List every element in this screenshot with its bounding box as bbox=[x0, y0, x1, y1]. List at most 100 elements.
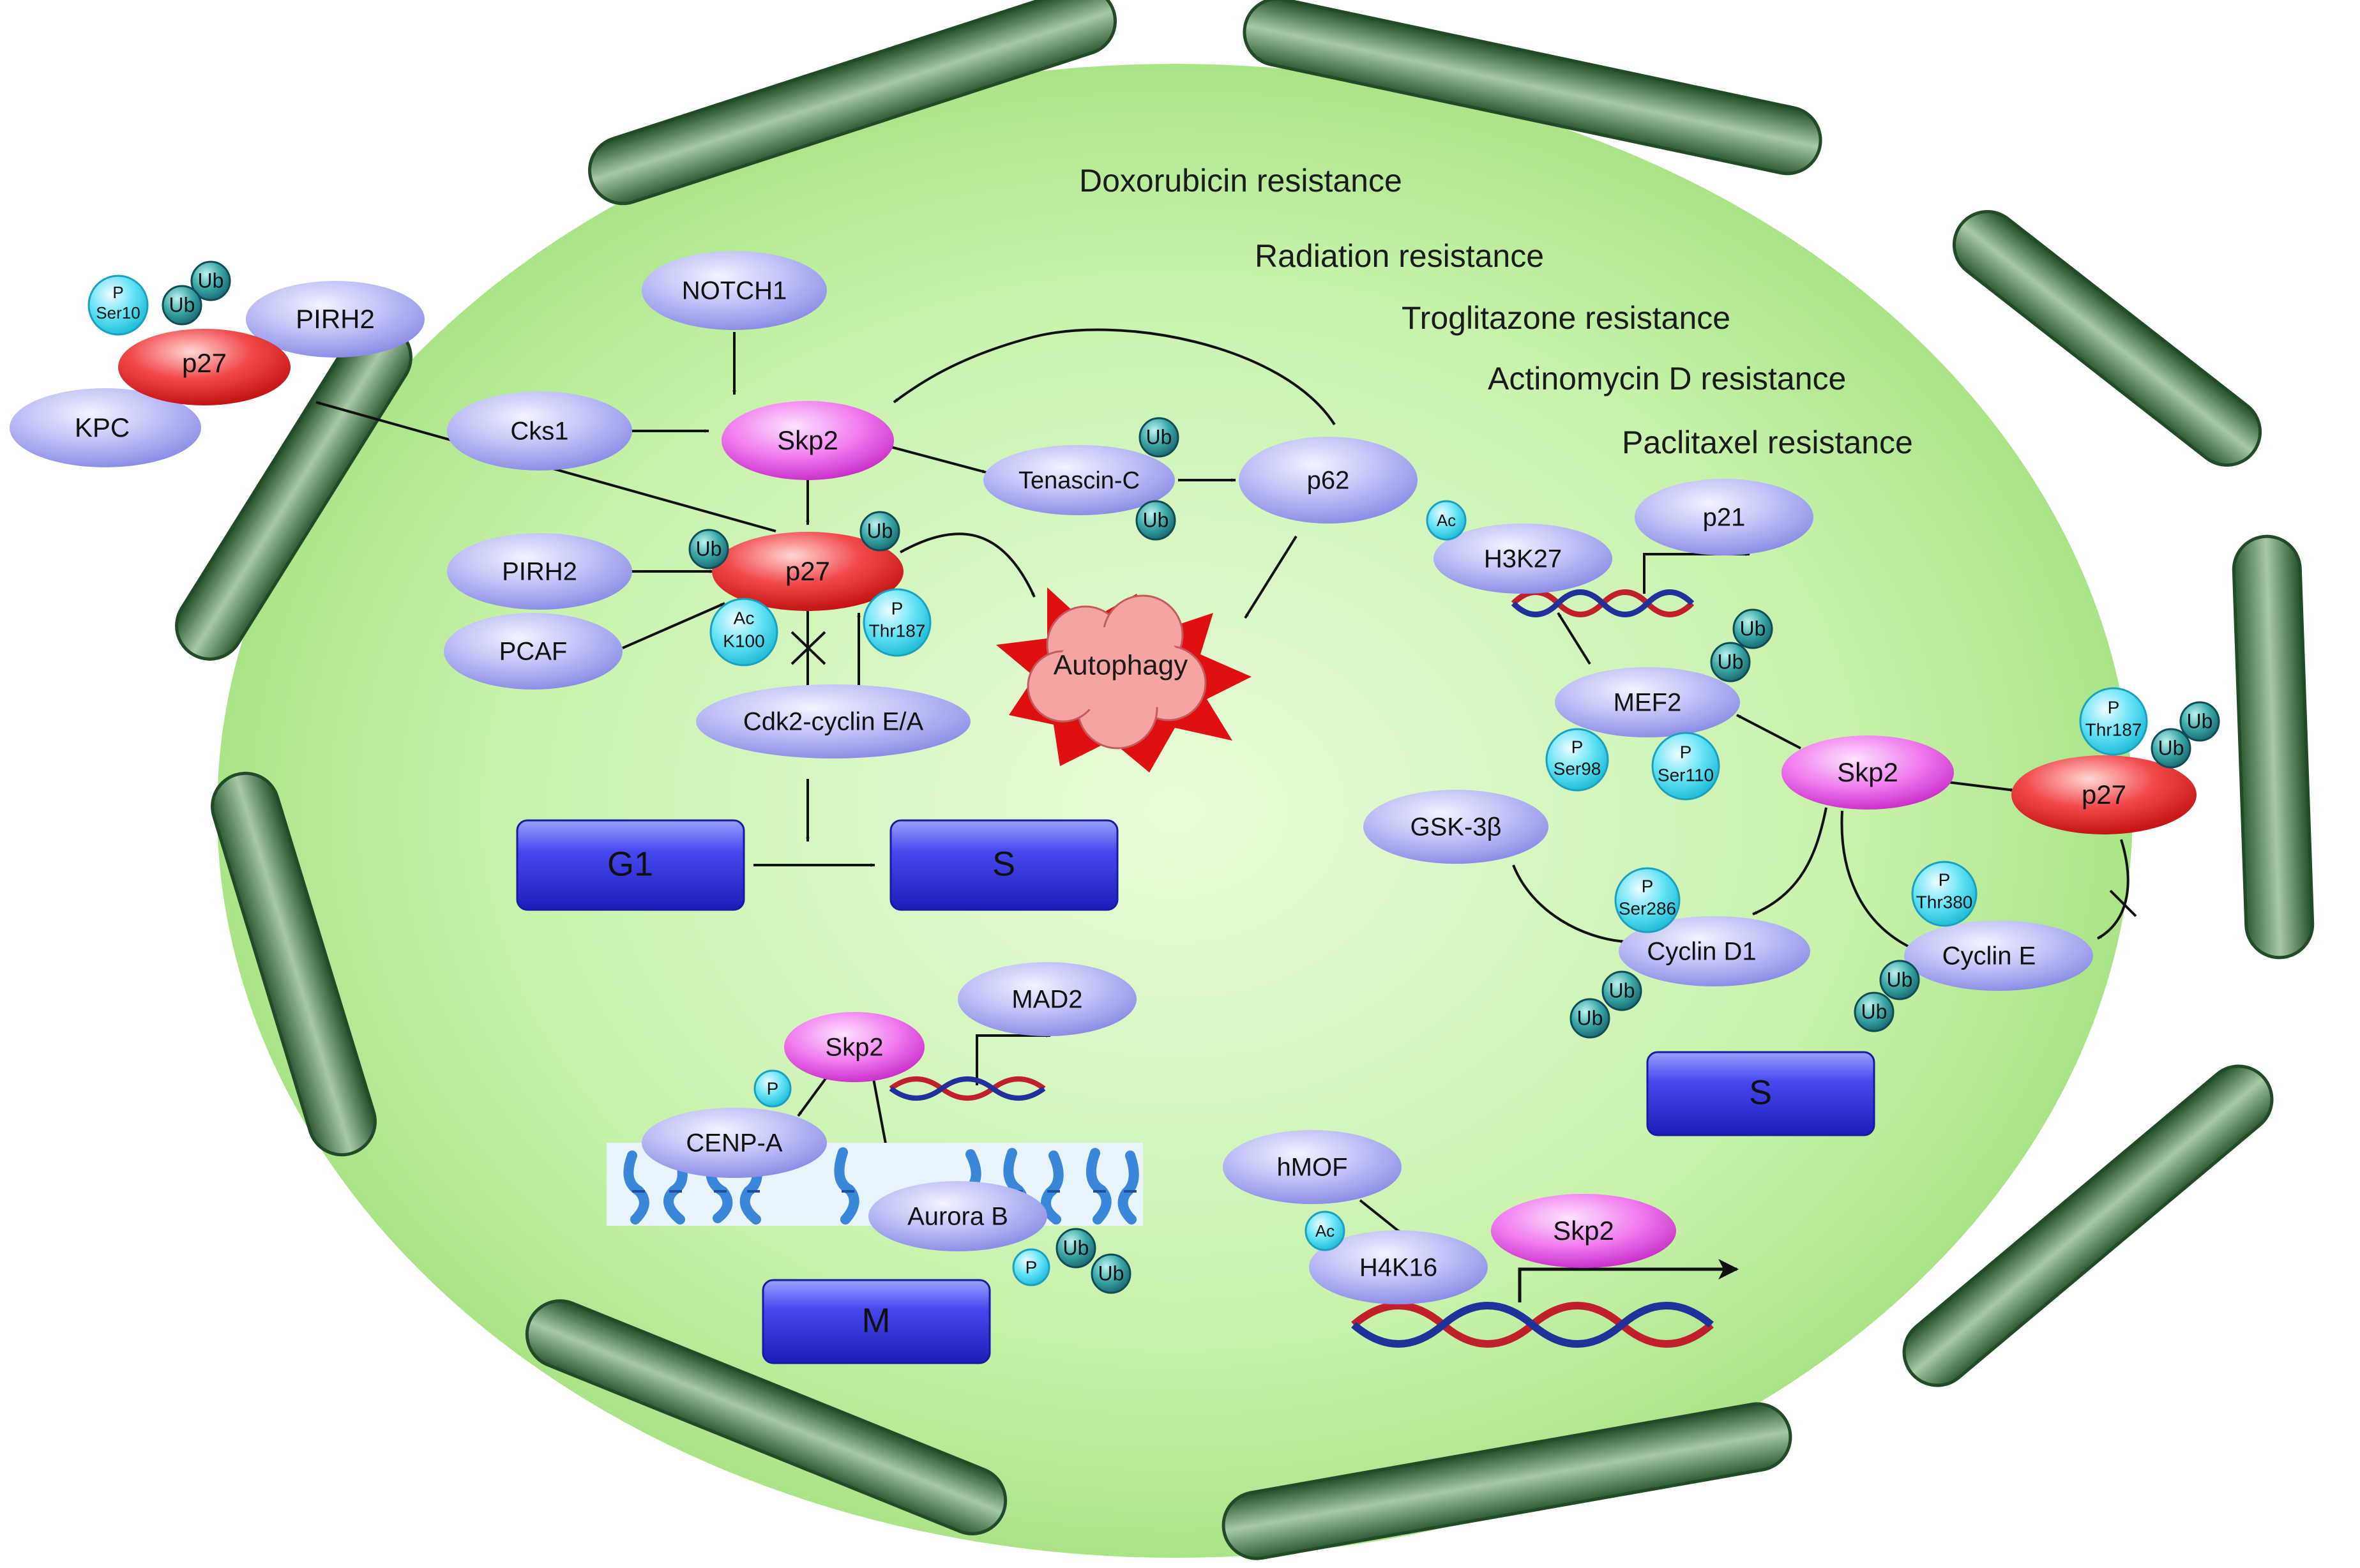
ub-badge: Ub bbox=[2179, 701, 2220, 742]
ub-badge: Ub bbox=[1138, 417, 1179, 458]
autophagy-burst: Autophagy bbox=[996, 587, 1252, 773]
resistance-actinomycin: Actinomycin D resistance bbox=[1488, 361, 1846, 396]
protein-pcaf: PCAF bbox=[444, 613, 623, 690]
svg-text:Thr187: Thr187 bbox=[2085, 720, 2142, 739]
arrow-p27-autophagy bbox=[900, 532, 1036, 598]
svg-text:Cks1: Cks1 bbox=[510, 418, 568, 446]
protein-tenascin-c: Tenascin-C bbox=[983, 445, 1175, 515]
arrow-skp2-transcription bbox=[1518, 1259, 1739, 1302]
protein-gsk3b: GSK-3β bbox=[1363, 790, 1548, 864]
svg-text:Ub: Ub bbox=[867, 519, 893, 542]
svg-text:Ac: Ac bbox=[1315, 1221, 1335, 1240]
arrow-p62-skp2 bbox=[893, 328, 1336, 426]
svg-text:hMOF: hMOF bbox=[1276, 1154, 1347, 1182]
phospho-thr187-badge: P Thr187 bbox=[863, 588, 932, 657]
svg-text:CENP-A: CENP-A bbox=[686, 1129, 782, 1157]
svg-text:Ub: Ub bbox=[696, 537, 722, 560]
svg-text:K100: K100 bbox=[723, 631, 764, 651]
ub-badge: Ub bbox=[1055, 1228, 1096, 1269]
arrow-skp2-cyclind1 bbox=[1752, 807, 1827, 916]
resistance-troglitazone: Troglitazone resistance bbox=[1402, 300, 1730, 336]
acetyl-h3k27-badge: Ac bbox=[1426, 500, 1467, 541]
svg-text:Ub: Ub bbox=[1740, 617, 1766, 640]
ub-badge: Ub bbox=[1135, 500, 1176, 541]
protein-skp2-bottom: Skp2 bbox=[1491, 1194, 1676, 1268]
protein-cyclin-d1: Cyclin D1 bbox=[1619, 916, 1810, 986]
svg-text:Ser98: Ser98 bbox=[1554, 758, 1601, 778]
phase-g1-label: G1 bbox=[607, 845, 653, 883]
svg-text:Ub: Ub bbox=[1718, 650, 1744, 673]
svg-text:Ub: Ub bbox=[1146, 425, 1172, 448]
phase-g1: G1 bbox=[516, 819, 745, 911]
svg-text:p21: p21 bbox=[1703, 504, 1746, 532]
phospho-badges: P Ser10 Ac K100 P Thr187 Ac P Ser98 bbox=[87, 275, 2148, 1286]
ub-badge: Ub bbox=[1570, 998, 1610, 1039]
svg-text:Ub: Ub bbox=[198, 269, 224, 292]
ub-badge: Ub bbox=[190, 260, 231, 301]
svg-text:p62: p62 bbox=[1307, 467, 1350, 495]
ub-badge: Ub bbox=[1732, 608, 1773, 649]
svg-text:NOTCH1: NOTCH1 bbox=[682, 277, 787, 305]
dna-helix-h3k27 bbox=[1511, 589, 1695, 617]
arrow-skp2-cycline bbox=[1840, 810, 1919, 953]
protein-p21: p21 bbox=[1635, 479, 1813, 555]
ub-badge: Ub bbox=[1854, 991, 1895, 1032]
svg-text:P: P bbox=[1642, 876, 1654, 896]
ub-badge: Ub bbox=[1710, 642, 1751, 682]
phase-s-left: S bbox=[889, 819, 1119, 911]
svg-text:PCAF: PCAF bbox=[499, 638, 568, 666]
svg-text:H3K27: H3K27 bbox=[1484, 545, 1562, 573]
phase-m-label: M bbox=[862, 1301, 891, 1339]
resistance-labels: Doxorubicin resistance Radiation resista… bbox=[1079, 163, 1913, 460]
svg-text:Ub: Ub bbox=[1143, 508, 1169, 531]
arrow-skp2-mef2 bbox=[1736, 714, 1801, 750]
svg-text:Ub: Ub bbox=[1861, 1000, 1887, 1023]
svg-text:MAD2: MAD2 bbox=[1011, 986, 1082, 1014]
protein-mad2: MAD2 bbox=[958, 962, 1137, 1036]
inhibit-cross-c bbox=[2109, 889, 2137, 917]
arrow-p62-autophagy bbox=[1244, 535, 1297, 619]
dna-helix-h4k16 bbox=[1351, 1302, 1714, 1348]
svg-text:Ser110: Ser110 bbox=[1658, 765, 1714, 785]
phospho-thr380-badge: P Thr380 bbox=[1911, 861, 1978, 927]
svg-text:PIRH2: PIRH2 bbox=[502, 558, 577, 586]
acetyl-h4k16-badge: Ac bbox=[1305, 1210, 1345, 1251]
svg-text:Thr187: Thr187 bbox=[869, 621, 926, 640]
svg-text:Ser10: Ser10 bbox=[96, 303, 140, 322]
phospho-ser10-badge: P Ser10 bbox=[87, 275, 149, 336]
inhibit-cross-b bbox=[790, 631, 826, 665]
ub-badge: Ub bbox=[1601, 970, 1642, 1011]
svg-text:Ub: Ub bbox=[169, 293, 195, 316]
svg-text:Ub: Ub bbox=[1887, 968, 1913, 991]
svg-text:p27: p27 bbox=[2082, 780, 2126, 810]
protein-notch1: NOTCH1 bbox=[642, 251, 827, 330]
arrow-hmof-h4k16 bbox=[1359, 1199, 1403, 1235]
phase-s-left-label: S bbox=[992, 845, 1015, 883]
protein-mef2: MEF2 bbox=[1555, 667, 1740, 737]
svg-text:H4K16: H4K16 bbox=[1359, 1254, 1437, 1282]
svg-text:MEF2: MEF2 bbox=[1614, 689, 1682, 717]
arrow-gsk3b-cyclind1 bbox=[1512, 864, 1626, 944]
cell-membrane bbox=[175, 0, 2315, 1560]
phospho-aurorab-badge: P bbox=[1012, 1248, 1050, 1286]
svg-text:Ac: Ac bbox=[734, 608, 755, 628]
acetyl-k100-badge: Ac K100 bbox=[709, 598, 778, 667]
svg-text:Ub: Ub bbox=[1063, 1236, 1089, 1259]
arrow-skp2-cenpa bbox=[797, 1071, 831, 1117]
svg-text:p27: p27 bbox=[182, 348, 227, 378]
arrow-skp2-p27-right bbox=[1947, 781, 2015, 792]
protein-skp2-main: Skp2 bbox=[722, 401, 894, 480]
svg-text:P: P bbox=[767, 1078, 779, 1098]
arrow-pcaf-p27 bbox=[622, 602, 725, 649]
autophagy-label: Autophagy bbox=[1054, 650, 1188, 681]
protein-cyclin-e: Cyclin E bbox=[1904, 921, 2093, 991]
svg-text:p27: p27 bbox=[785, 556, 830, 586]
svg-text:Thr380: Thr380 bbox=[1916, 892, 1973, 912]
protein-aurora-b: Aurora B bbox=[868, 1181, 1047, 1251]
ub-badge: Ub bbox=[688, 529, 729, 569]
protein-pirh2-outer: PIRH2 bbox=[246, 281, 425, 358]
protein-kpc: KPC bbox=[10, 388, 201, 467]
protein-pirh2-inner: PIRH2 bbox=[447, 533, 632, 610]
protein-hmof: hMOF bbox=[1223, 1130, 1402, 1204]
